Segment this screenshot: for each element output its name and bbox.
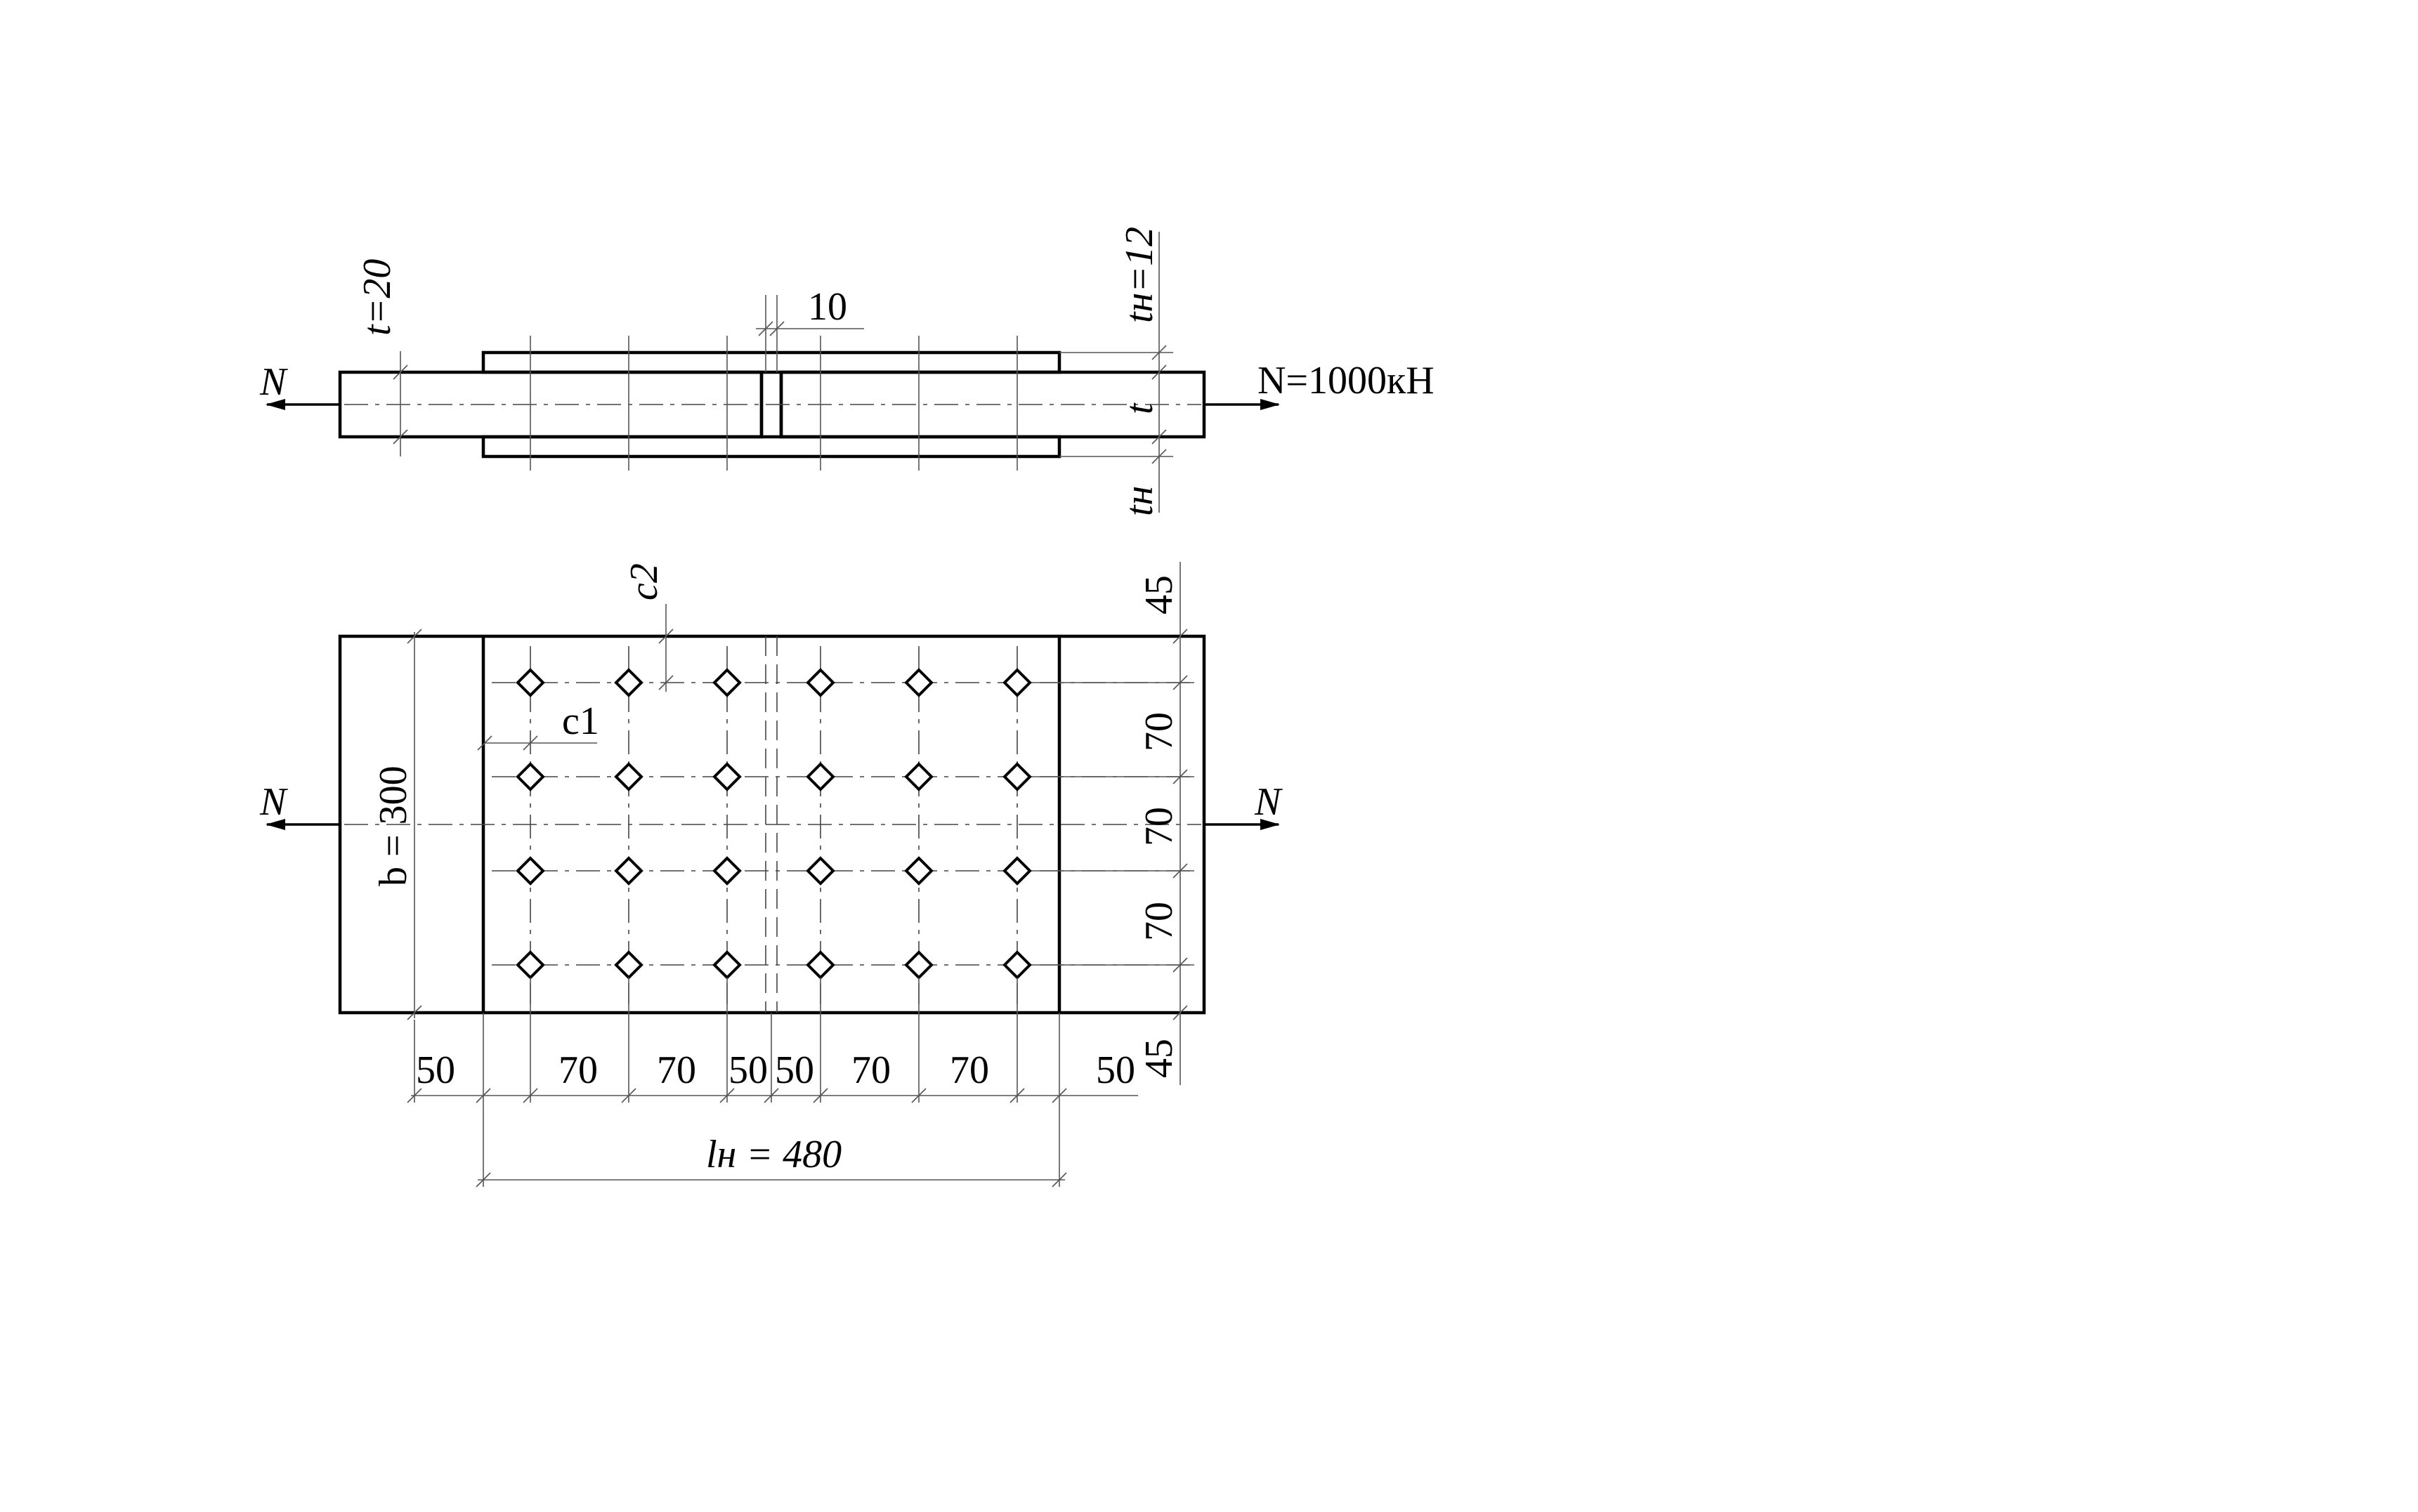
bolt — [614, 856, 643, 886]
splice-plate-bottom — [481, 435, 1061, 459]
force-right-label: N=1000кН — [1257, 359, 1435, 402]
gap-dimension: 10 — [756, 285, 864, 372]
bolt-group — [516, 668, 1032, 980]
right-dimension-chain: 45 70 70 70 45 — [1033, 562, 1194, 1085]
bolt — [712, 668, 742, 697]
bolt — [516, 950, 545, 980]
bolt — [904, 668, 934, 697]
bottom-dim-5: 50 — [775, 1048, 814, 1092]
row-spacing-3: 70 — [1137, 902, 1181, 941]
elevation-force-left: N — [259, 360, 340, 410]
bolt — [904, 950, 934, 980]
c1-label: c1 — [562, 699, 599, 743]
bottom-dim-8: 50 — [1096, 1048, 1135, 1092]
bolt — [806, 762, 835, 791]
c1-leader: c1 — [477, 699, 599, 751]
splice-thickness-label: tн=12 — [1118, 227, 1161, 323]
plan-bolt-axes — [492, 646, 1194, 1004]
plate-thickness-label: t=20 — [355, 259, 399, 336]
plan-force-right-label: N — [1254, 780, 1283, 824]
width-label: b = 300 — [372, 765, 415, 886]
elevation-force-right: N=1000кН — [1204, 359, 1435, 410]
bolt — [1002, 950, 1032, 980]
bolt — [712, 950, 742, 980]
edge-bottom-label: 45 — [1137, 1039, 1181, 1078]
plan-force-left: N — [259, 780, 340, 830]
plate-thickness-dimension: t=20 — [355, 259, 408, 456]
splice-length-dimension: lн = 480 — [476, 1133, 1067, 1188]
bolt — [712, 856, 742, 886]
splice-bottom-label: tн — [1118, 486, 1161, 516]
edge-top-label: 45 — [1137, 575, 1181, 614]
bolt — [1002, 856, 1032, 886]
bolt — [904, 856, 934, 886]
bottom-dim-2: 70 — [558, 1048, 598, 1092]
bolt — [1002, 762, 1032, 791]
plan-force-right: N — [1204, 780, 1283, 830]
elevation-view: 10 t=20 tн=12 t tн N — [259, 227, 1435, 516]
bottom-dim-6: 70 — [851, 1048, 891, 1092]
bolt — [1002, 668, 1032, 697]
width-dimension: b = 300 — [372, 629, 422, 1020]
splice-length-label: lн = 480 — [706, 1133, 842, 1176]
bolt — [516, 668, 545, 697]
plan-force-left-label: N — [259, 780, 288, 824]
splice-thickness-dimension: tн=12 t tн — [1059, 227, 1173, 516]
plan-view: c1 c2 b = 300 45 — [259, 562, 1283, 1188]
bottom-dim-4: 50 — [728, 1048, 768, 1092]
c2-label: c2 — [622, 563, 666, 600]
row-spacing-1: 70 — [1137, 712, 1181, 751]
bolt — [614, 950, 643, 980]
bottom-dim-3: 70 — [657, 1048, 696, 1092]
bolt — [806, 950, 835, 980]
bolt — [806, 856, 835, 886]
bolt — [614, 668, 643, 697]
bolt — [516, 856, 545, 886]
bolt — [806, 668, 835, 697]
splice-plate-top — [481, 350, 1061, 374]
bolt — [904, 762, 934, 791]
row-spacing-2: 70 — [1137, 807, 1181, 846]
elevation-bolt-axes — [530, 336, 1018, 471]
bolt — [516, 762, 545, 791]
thickness-label: t — [1118, 402, 1161, 414]
bolt — [614, 762, 643, 791]
bolt — [712, 762, 742, 791]
gap-label: 10 — [808, 285, 847, 329]
c2-leader: c2 — [622, 563, 674, 692]
bottom-dimension-chain: 50 70 70 50 50 70 70 50 — [407, 978, 1138, 1187]
bottom-dim-7: 70 — [950, 1048, 989, 1092]
force-left-label: N — [259, 360, 288, 404]
bottom-dim-1: 50 — [416, 1048, 455, 1092]
